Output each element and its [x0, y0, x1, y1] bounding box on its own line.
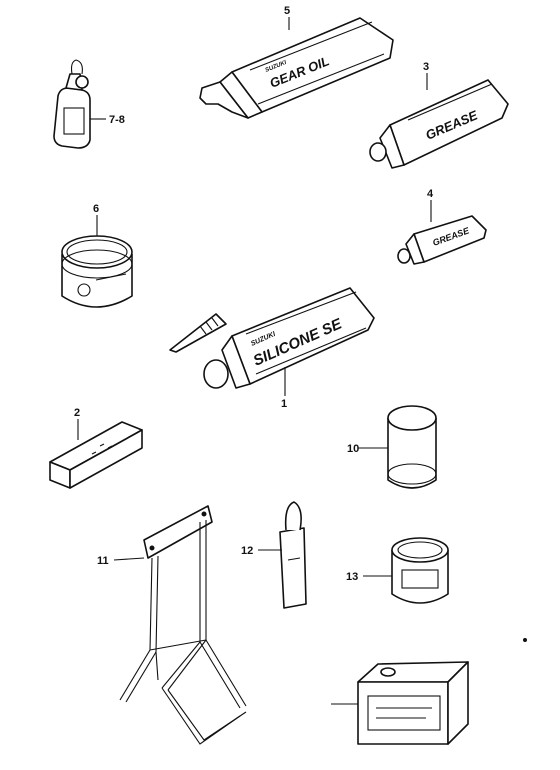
- callout-7-8: 7-8: [109, 114, 125, 126]
- stray-dot: [523, 638, 527, 642]
- callout-9: 10: [347, 443, 359, 455]
- bar-block-part-2: [49, 421, 143, 489]
- callout-1: 1: [281, 398, 287, 410]
- brush-bottle-part-11: [279, 501, 307, 609]
- callout-2: 2: [74, 407, 80, 419]
- box-can-part-13: [357, 661, 469, 745]
- stand-part-10: [119, 505, 247, 745]
- callout-6: 6: [93, 203, 99, 215]
- small-grease-tube-part-4: GREASE: [397, 215, 487, 265]
- callout-10: 11: [97, 555, 109, 567]
- oil-can-part-9: [387, 405, 437, 489]
- short-can-part-12: [391, 537, 449, 604]
- gear-oil-tube-part-5: GEAR OIL SUZUKI: [199, 17, 394, 119]
- callout-5: 5: [284, 5, 290, 17]
- callout-11: 12: [241, 545, 253, 557]
- callout-4: 4: [427, 188, 434, 200]
- grease-tube-part-3: GREASE: [369, 79, 509, 169]
- callout-12: 13: [346, 571, 358, 583]
- tin-can-part-6: [61, 235, 133, 308]
- oiler-bottle-part-7-8: [53, 59, 91, 149]
- silicone-sealant-tube-part-1: SILICONE SE SUZUKI: [169, 287, 375, 389]
- callout-3: 3: [423, 61, 429, 73]
